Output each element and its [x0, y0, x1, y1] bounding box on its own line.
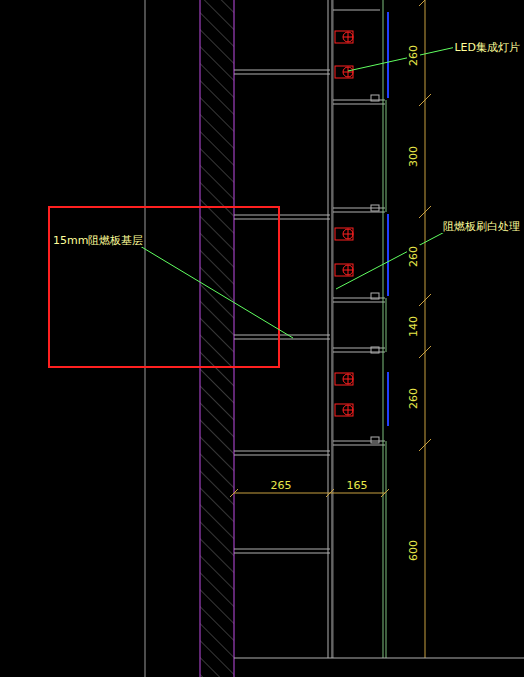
dimension: 260 — [407, 44, 420, 67]
led-fixture — [335, 31, 353, 43]
dimension: 260 — [407, 387, 420, 410]
led-fixture — [335, 228, 353, 240]
dimension: 165 — [346, 479, 369, 492]
dimension: 300 — [407, 145, 420, 168]
led-fixture — [335, 373, 353, 385]
dimension: 140 — [407, 315, 420, 338]
callout-label: LED集成灯片 — [453, 41, 521, 54]
led-fixture — [335, 264, 353, 276]
led-fixture — [335, 66, 353, 78]
led-fixture — [335, 404, 353, 416]
callout-label: 阻燃板刷白处理 — [442, 220, 521, 233]
dimension: 600 — [407, 539, 420, 562]
callout-label: 15mm阻燃板基层 — [52, 234, 144, 247]
dimension: 260 — [407, 245, 420, 268]
dimension: 265 — [270, 479, 293, 492]
